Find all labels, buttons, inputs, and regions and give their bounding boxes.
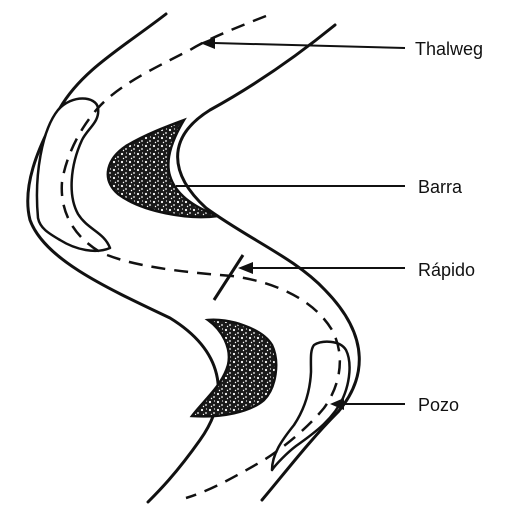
right-bank [178, 25, 360, 500]
pool-label: Pozo [418, 395, 459, 415]
bar-label: Barra [418, 177, 463, 197]
left-bank [28, 14, 219, 502]
lower-point-bar [192, 320, 276, 417]
rapid-label: Rápido [418, 260, 475, 280]
thalweg-label: Thalweg [415, 39, 483, 59]
rapid-arrowhead [238, 262, 253, 274]
rapid-marker [214, 255, 243, 300]
thalweg-arrowhead [200, 37, 215, 49]
